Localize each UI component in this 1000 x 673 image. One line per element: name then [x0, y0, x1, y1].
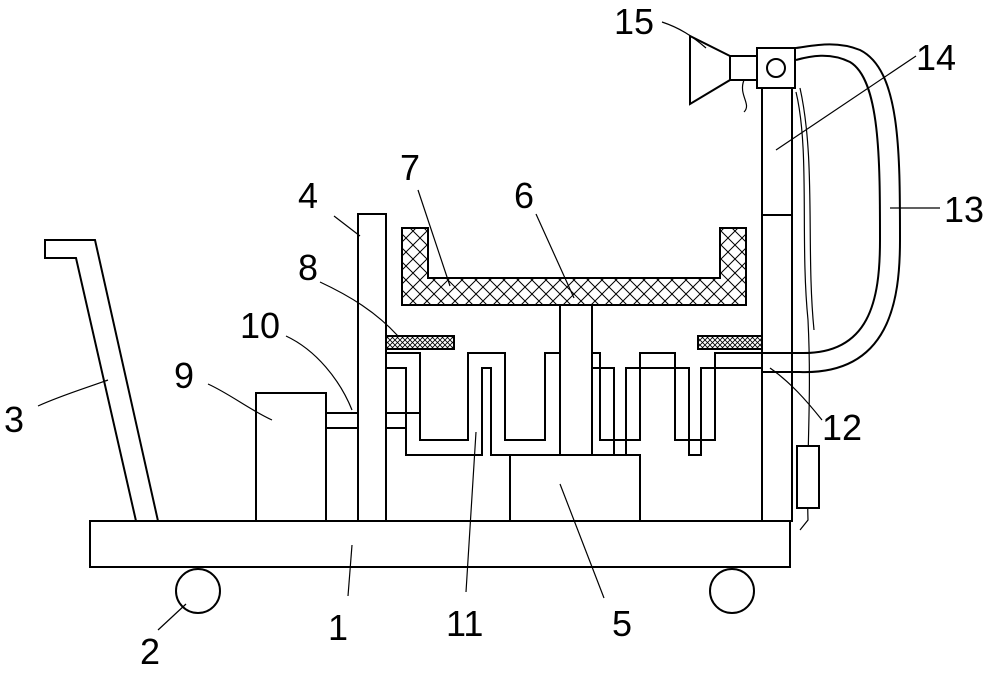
callout-5: 5 — [612, 603, 632, 644]
coil-inlet — [386, 413, 420, 428]
callout-6: 6 — [514, 175, 534, 216]
nozzle-coupling — [730, 56, 757, 80]
callout-2: 2 — [140, 631, 160, 672]
right-seal — [698, 336, 762, 349]
support-post — [358, 214, 386, 521]
callout-4: 4 — [298, 175, 318, 216]
nozzle-wire — [742, 80, 746, 112]
callout-15: 15 — [614, 1, 654, 42]
cable-2 — [800, 88, 814, 330]
callout-9: 9 — [174, 355, 194, 396]
leader-2 — [158, 604, 186, 630]
hatched-tray — [402, 228, 746, 305]
leader-3 — [38, 380, 108, 406]
pump-box — [256, 393, 326, 521]
curved-hose — [796, 56, 880, 353]
motor-box — [510, 455, 640, 521]
central-shaft — [560, 305, 592, 455]
callout-8: 8 — [298, 247, 318, 288]
nozzle-horn — [690, 36, 730, 104]
leader-4 — [334, 216, 360, 236]
callout-7: 7 — [400, 147, 420, 188]
callout-11: 11 — [446, 603, 483, 644]
right-wheel — [710, 569, 754, 613]
right-column — [762, 88, 792, 521]
leader-14 — [776, 56, 916, 150]
callout-10: 10 — [240, 305, 280, 346]
callout-13: 13 — [944, 189, 984, 230]
base-plate — [90, 521, 790, 567]
curved-hose-inner — [796, 44, 900, 372]
nozzle-bolt — [767, 59, 785, 77]
callout-3: 3 — [4, 399, 24, 440]
left-seal — [386, 336, 454, 349]
callout-14: 14 — [916, 37, 956, 78]
callout-1: 1 — [328, 607, 348, 648]
callout-12: 12 — [822, 407, 862, 448]
control-box — [797, 446, 819, 508]
push-handle — [45, 240, 158, 521]
